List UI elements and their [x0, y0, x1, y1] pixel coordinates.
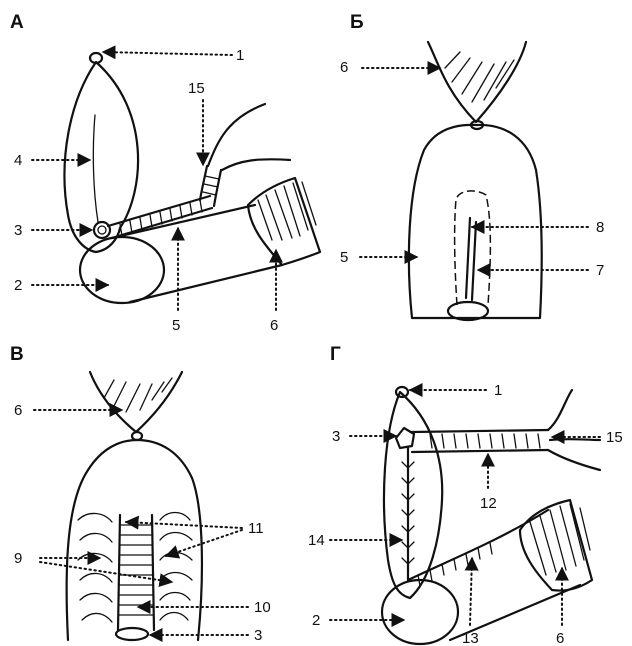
panel-g-label-3: 3 — [332, 428, 340, 445]
panel-a-ligature-knot-inner — [98, 226, 106, 234]
panel-a-stump-end — [80, 237, 164, 303]
panel-g-tube-hatch — [430, 434, 540, 448]
panel-g-letter: Г — [330, 344, 341, 365]
panel-g-label-12: 12 — [480, 495, 497, 512]
panel-v-folds-right — [160, 513, 192, 621]
panel-v-lumen — [116, 628, 148, 640]
panel-b-label-5: 5 — [340, 249, 348, 266]
panel-g: Г 1 3 15 12 14 2 13 — [308, 344, 623, 646]
panel-v-label-9: 9 — [14, 550, 22, 567]
panel-b-suture — [466, 218, 476, 300]
panel-a-label-6: 6 — [270, 317, 278, 334]
panel-a-label-2: 2 — [14, 277, 22, 294]
panel-v-letter: В — [10, 344, 24, 365]
panel-g-label-2: 2 — [312, 612, 320, 629]
panel-a-label-5: 5 — [172, 317, 180, 334]
panel-a-letter: А — [10, 12, 24, 33]
panel-a-sac-inner — [93, 115, 98, 222]
panel-g-ligature-knot — [396, 428, 414, 448]
panel-g-label-14: 14 — [308, 532, 325, 549]
panel-b: Б 6 8 5 7 — [340, 12, 604, 320]
panel-g-label-6: 6 — [556, 630, 564, 646]
panel-a-ligature-knot — [94, 222, 110, 238]
panel-a-thread — [208, 104, 290, 170]
panel-a-sac — [64, 62, 138, 252]
panel-g-label-1: 1 — [494, 382, 502, 399]
panel-v-stump — [67, 440, 202, 640]
panel-v-column-rungs — [119, 525, 153, 615]
panel-a-leader-1 — [103, 52, 232, 55]
panel-v-label-11: 11 — [248, 520, 264, 537]
panel-v-folds-left — [78, 513, 112, 622]
panel-b-tissue-hatch — [445, 52, 514, 102]
panel-v-column — [118, 515, 154, 630]
panel-a-tissue — [248, 178, 320, 265]
panel-g-label-15: 15 — [606, 429, 623, 446]
panel-a-label-1: 1 — [236, 47, 244, 64]
panel-b-letter: Б — [350, 12, 364, 33]
panel-g-leader-13 — [470, 558, 472, 625]
panel-a-suture-tube — [108, 196, 212, 238]
panel-g-knot — [396, 387, 408, 397]
panel-a: А 1 15 4 3 2 5 6 — [10, 12, 320, 334]
panel-v-label-10: 10 — [254, 599, 271, 616]
panel-a-label-4: 4 — [14, 152, 22, 169]
panel-a-stump-body — [112, 205, 282, 302]
panel-g-stump-body — [408, 510, 580, 640]
panel-g-stump-ticks — [418, 543, 492, 586]
panel-b-label-7: 7 — [596, 262, 604, 279]
panel-g-threads — [548, 390, 600, 470]
panel-v-knot — [132, 432, 142, 440]
panel-a-label-3: 3 — [14, 222, 22, 239]
panel-a-label-15: 15 — [188, 80, 205, 97]
panel-b-label-6: 6 — [340, 59, 348, 76]
panel-v-label-6: 6 — [14, 402, 22, 419]
panel-v-label-3: 3 — [254, 627, 262, 644]
panel-g-label-13: 13 — [462, 630, 479, 646]
panel-v: В 6 11 9 10 3 — [10, 344, 271, 644]
panel-v-tissue — [90, 372, 182, 432]
panel-g-stump-end — [382, 580, 458, 644]
panel-b-tissue — [428, 42, 526, 122]
panel-b-label-8: 8 — [596, 219, 604, 236]
panel-v-tissue-hatch — [104, 378, 172, 412]
